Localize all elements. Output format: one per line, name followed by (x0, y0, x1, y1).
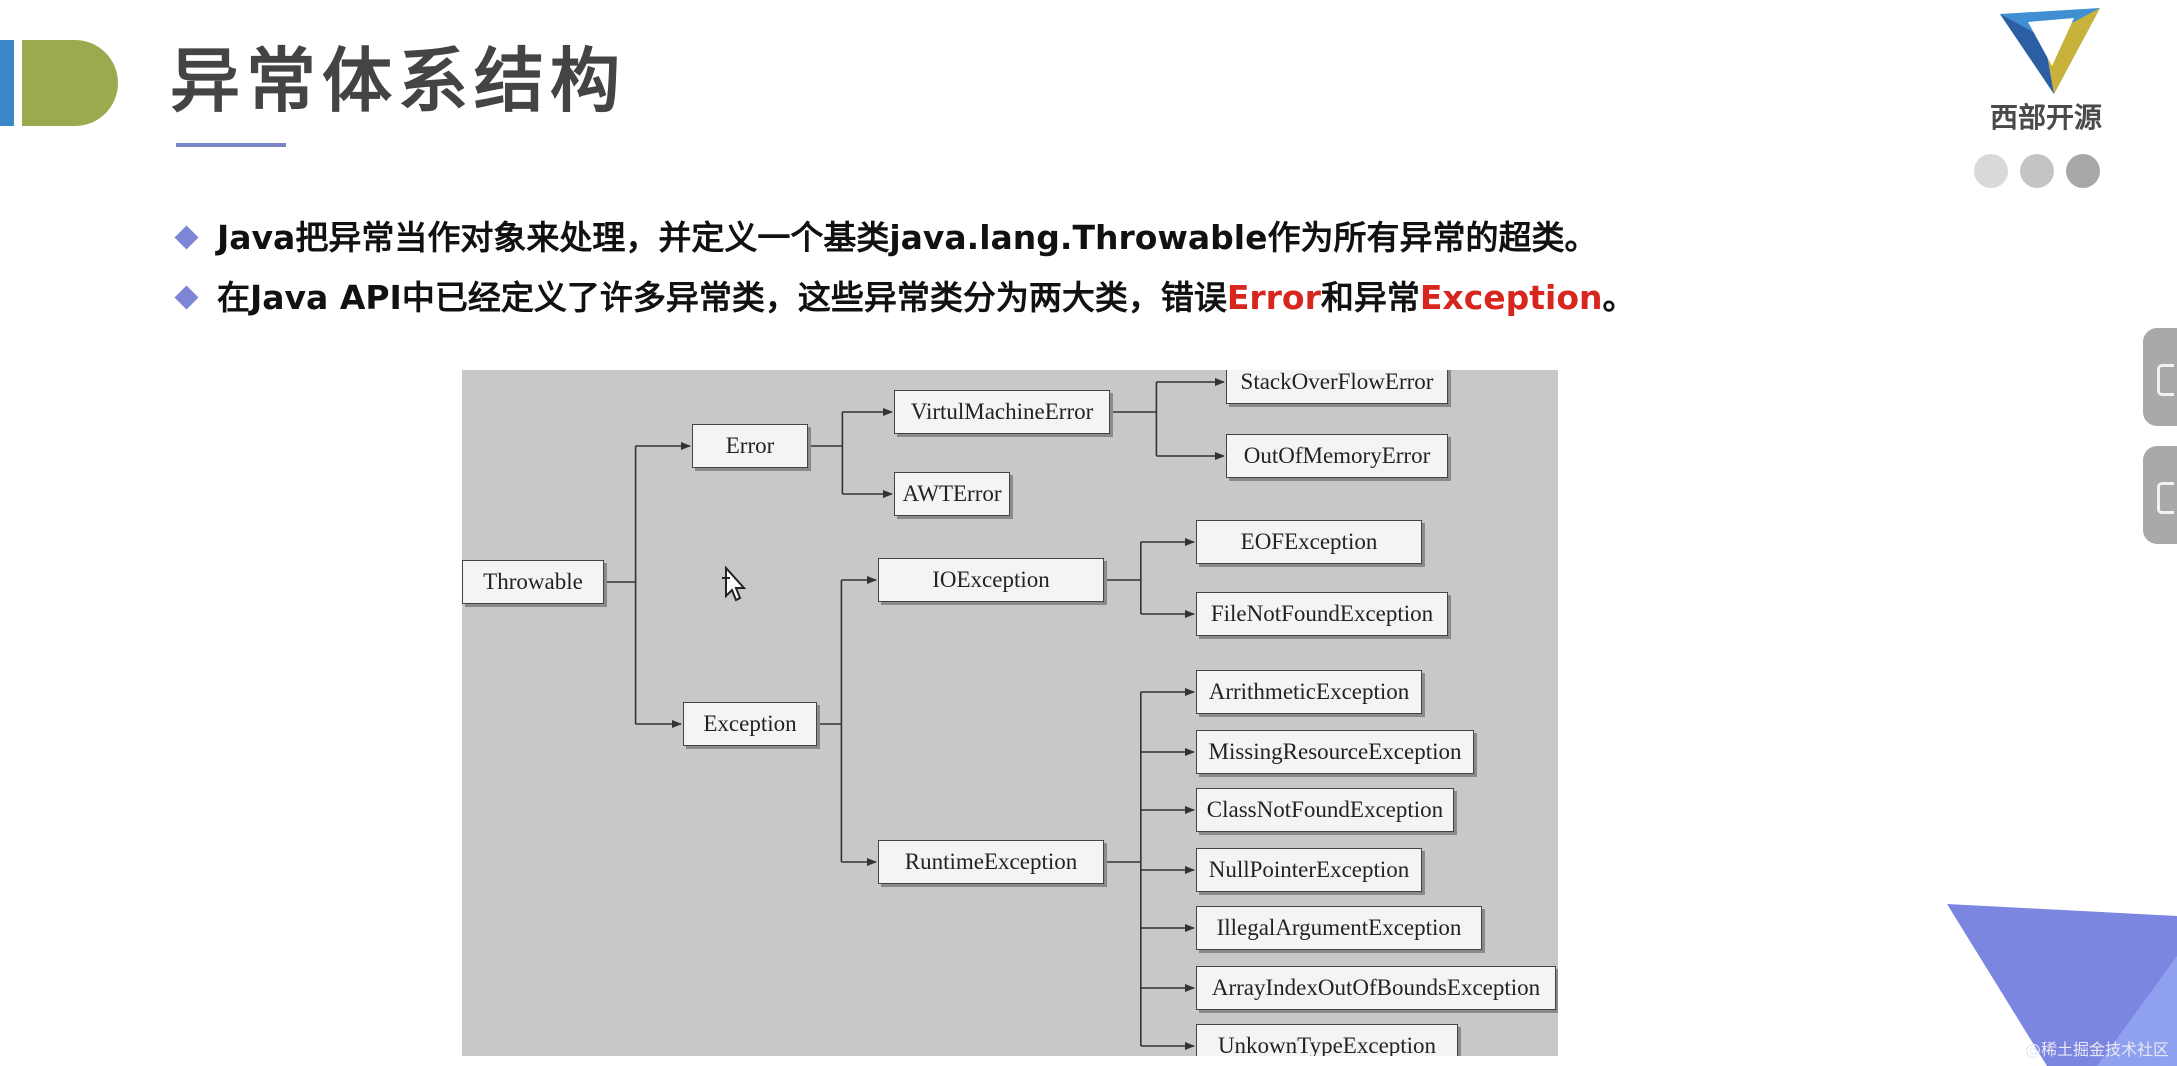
connector-lines (604, 378, 1225, 1050)
bullet-item-2: 在Java API中已经定义了许多异常类，这些异常类分为两大类，错误Error和… (172, 270, 1636, 326)
bullet-text-before: 在Java API中已经定义了许多异常类，这些异常类分为两大类，错误 (217, 278, 1227, 317)
highlight-exception: Exception (1419, 278, 1603, 317)
title-accent-halfcircle (22, 40, 118, 126)
nav-dot-2[interactable] (2020, 154, 2054, 188)
node-io-exception: IOException (878, 558, 1104, 602)
node-illegal-argument-exception: IllegalArgumentException (1196, 906, 1482, 950)
side-panel-tab-2[interactable] (2143, 446, 2177, 544)
node-error: Error (692, 424, 808, 468)
node-array-index-out-of-bounds-exception: ArrayIndexOutOfBoundsException (1196, 966, 1556, 1010)
bullet-text-middle: 和异常 (1320, 278, 1420, 317)
logo-text: 西部开源 (1989, 101, 2102, 134)
page-title: 异常体系结构 (170, 40, 626, 122)
node-arithmetic-exception: ArrithmeticException (1196, 670, 1422, 714)
node-class-not-found-exception: ClassNotFoundException (1196, 788, 1454, 832)
node-missing-resource-exception: MissingResourceException (1196, 730, 1474, 774)
node-null-pointer-exception: NullPointerException (1196, 848, 1422, 892)
bullet-text: Java把异常当作对象来处理，并定义一个基类java.lang.Throwabl… (217, 218, 1598, 257)
exception-hierarchy-diagram: Throwable Error Exception VirtulMachineE… (462, 370, 1558, 1056)
side-panel-tab-1[interactable] (2143, 328, 2177, 426)
node-stack-overflow-error: StackOverFlowError (1226, 370, 1448, 404)
node-throwable: Throwable (462, 560, 604, 604)
node-unkown-type-exception: UnkownTypeException (1196, 1024, 1458, 1056)
node-exception: Exception (683, 702, 817, 746)
nav-dot-1[interactable] (1974, 154, 2008, 188)
watermark: @稀土掘金技术社区 (2024, 1040, 2169, 1059)
title-underline (176, 143, 286, 147)
node-eof-exception: EOFException (1196, 520, 1422, 564)
node-virtual-machine-error: VirtulMachineError (894, 390, 1110, 434)
corner-decoration (1947, 904, 2177, 1066)
diamond-icon (174, 285, 199, 310)
xibu-open-source-logo-icon (2000, 8, 2100, 94)
bullet-item-1: Java把异常当作对象来处理，并定义一个基类java.lang.Throwabl… (172, 210, 1597, 266)
node-awt-error: AWTError (894, 472, 1010, 516)
move-cursor-icon (722, 566, 747, 602)
node-file-not-found-exception: FileNotFoundException (1196, 592, 1448, 636)
bullet-text-after: 。 (1602, 278, 1636, 317)
highlight-error: Error (1226, 278, 1321, 317)
title-accent-bar (0, 40, 14, 126)
node-out-of-memory-error: OutOfMemoryError (1226, 434, 1448, 478)
diamond-icon (174, 225, 199, 250)
node-runtime-exception: RuntimeException (878, 840, 1104, 884)
nav-dot-3[interactable] (2066, 154, 2100, 188)
